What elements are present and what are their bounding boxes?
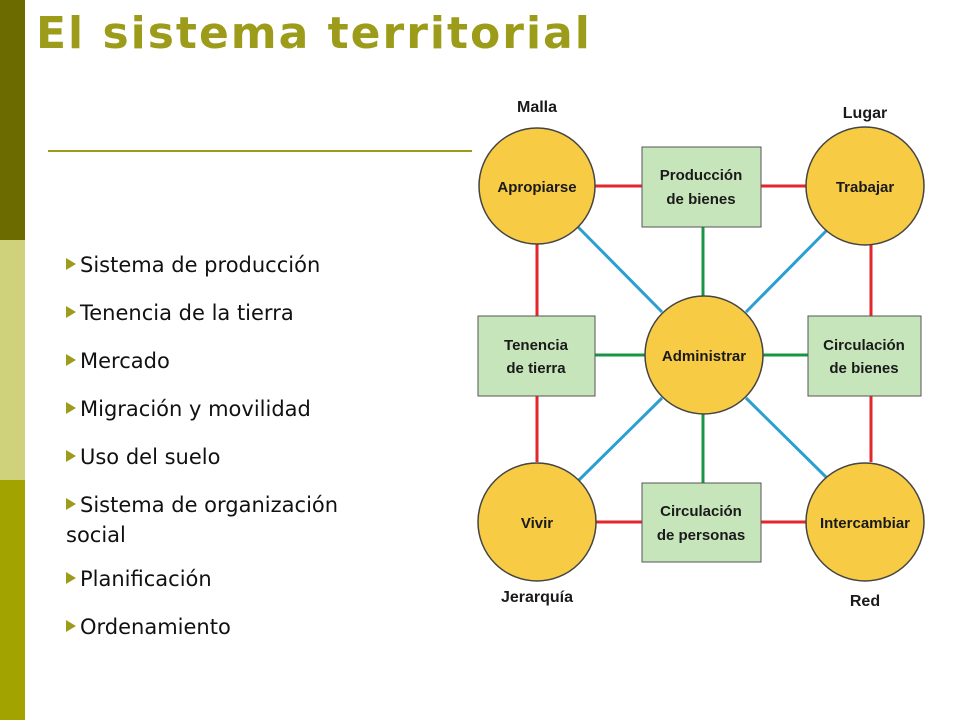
slide-title: El sistema territorial — [36, 8, 592, 59]
bullet-item: Sistema de producción — [66, 250, 396, 280]
circle-trabajar: Trabajar — [805, 126, 925, 246]
arrow-bullet-icon — [66, 572, 76, 584]
box-tenencia-de-tierra: Tenencia de tierra — [477, 315, 596, 397]
side-strip-top — [0, 0, 25, 240]
circle-apropiarse: Apropiarse — [478, 127, 596, 245]
bullet-text: Ordenamiento — [80, 615, 231, 639]
box-label-line1: Tenencia — [504, 337, 569, 354]
bullet-item: Migración y movilidad — [66, 394, 396, 424]
connector-vivir-administrar — [576, 396, 664, 483]
corner-label-jerarquia: Jerarquía — [501, 589, 573, 606]
circle-vivir: Vivir — [477, 462, 597, 582]
box-label-line2: de bienes — [829, 360, 898, 377]
circle-label: Apropiarse — [497, 179, 576, 196]
box-label-line2: de bienes — [666, 191, 735, 208]
side-strip-bottom — [0, 480, 25, 720]
circle-label: Intercambiar — [820, 515, 910, 532]
title-underline — [48, 150, 472, 152]
connector-apropiarse-administrar — [576, 225, 664, 314]
bullet-text: Mercado — [80, 349, 170, 373]
bullet-list: Sistema de producción Tenencia de la tie… — [66, 250, 396, 660]
arrow-bullet-icon — [66, 498, 76, 510]
bullet-text: Tenencia de la tierra — [80, 301, 294, 325]
arrow-bullet-icon — [66, 306, 76, 318]
connector-intercambiar-administrar — [744, 396, 832, 483]
circle-intercambiar: Intercambiar — [805, 462, 925, 582]
bullet-item: Uso del suelo — [66, 442, 396, 472]
bullet-text: Migración y movilidad — [80, 397, 311, 421]
bullet-text: Planificación — [80, 567, 212, 591]
arrow-bullet-icon — [66, 402, 76, 414]
circle-label: Trabajar — [836, 179, 895, 196]
bullet-text: Uso del suelo — [80, 445, 221, 469]
box-label-line2: de tierra — [506, 360, 566, 377]
bullet-item: Ordenamiento — [66, 612, 396, 642]
box-label-line1: Circulación — [823, 337, 905, 354]
bullet-text: Sistema de producción — [80, 253, 321, 277]
connector-lines — [535, 184, 873, 524]
box-circulacion-de-personas: Circulación de personas — [641, 482, 762, 563]
circle-label: Administrar — [662, 348, 746, 365]
corner-label-malla: Malla — [517, 99, 557, 116]
side-strip-middle — [0, 240, 25, 480]
box-label-line2: de personas — [657, 527, 745, 544]
corner-label-lugar: Lugar — [843, 105, 887, 122]
arrow-bullet-icon — [66, 354, 76, 366]
circle-label: Vivir — [521, 515, 553, 532]
bullet-item: Tenencia de la tierra — [66, 298, 396, 328]
box-circulacion-de-bienes: Circulación de bienes — [807, 315, 922, 397]
arrow-bullet-icon — [66, 450, 76, 462]
circle-administrar: Administrar — [644, 295, 764, 415]
box-produccion-de-bienes: Producción de bienes — [641, 146, 762, 228]
connector-trabajar-administrar — [744, 225, 832, 314]
bullet-item: Sistema de organización social — [66, 490, 396, 550]
bullet-text: Sistema de organización social — [66, 493, 339, 547]
arrow-bullet-icon — [66, 620, 76, 632]
arrow-bullet-icon — [66, 258, 76, 270]
corner-label-red: Red — [850, 593, 880, 610]
bullet-item: Mercado — [66, 346, 396, 376]
bullet-item: Planificación — [66, 564, 396, 594]
box-label-line1: Circulación — [660, 503, 742, 520]
box-label-line1: Producción — [660, 167, 743, 184]
